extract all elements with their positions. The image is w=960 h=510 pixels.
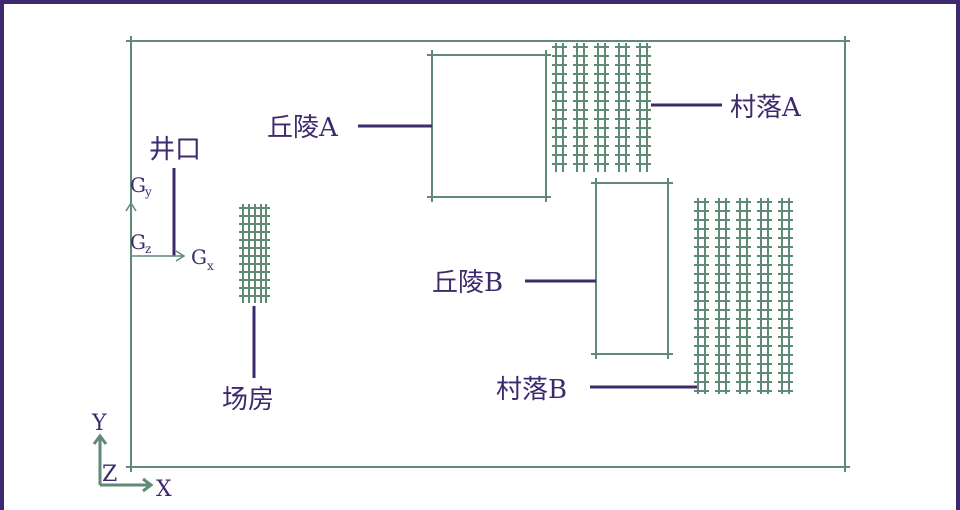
hill-a-outline	[427, 50, 551, 202]
village-a-label: 村落A	[730, 93, 802, 123]
hill-b-outline	[591, 178, 673, 359]
wellhead-label: 井口	[149, 135, 201, 165]
global-axes	[92, 433, 154, 493]
svg-text:G: G	[130, 173, 146, 197]
leader-lines	[172, 103, 722, 389]
g-y-label: G y	[130, 173, 152, 199]
village-b-label: 村落B	[496, 375, 567, 405]
g-x-label: G x	[191, 245, 214, 273]
axis-x-label: X	[156, 477, 172, 502]
village-a-hatch	[552, 43, 651, 172]
svg-text:z: z	[145, 242, 151, 256]
axis-z-label: Z	[102, 462, 117, 487]
wellhead-axes	[125, 201, 186, 262]
svg-text:y: y	[144, 185, 152, 199]
svg-text:x: x	[207, 259, 214, 273]
g-z-label: G z	[130, 230, 151, 256]
hill-b-label: 丘陵B	[432, 268, 503, 298]
svg-text:G: G	[130, 230, 146, 254]
labels: 丘陵A 村落A 丘陵B 村落B 井口 场房 Y Z X G y G z G x	[91, 93, 802, 502]
axis-y-label: Y	[91, 411, 107, 436]
plant-hatch	[239, 204, 270, 303]
village-b-hatch	[694, 198, 793, 394]
plant-label: 场房	[222, 385, 274, 415]
svg-text:G: G	[191, 245, 207, 269]
hill-a-label: 丘陵A	[267, 113, 339, 143]
